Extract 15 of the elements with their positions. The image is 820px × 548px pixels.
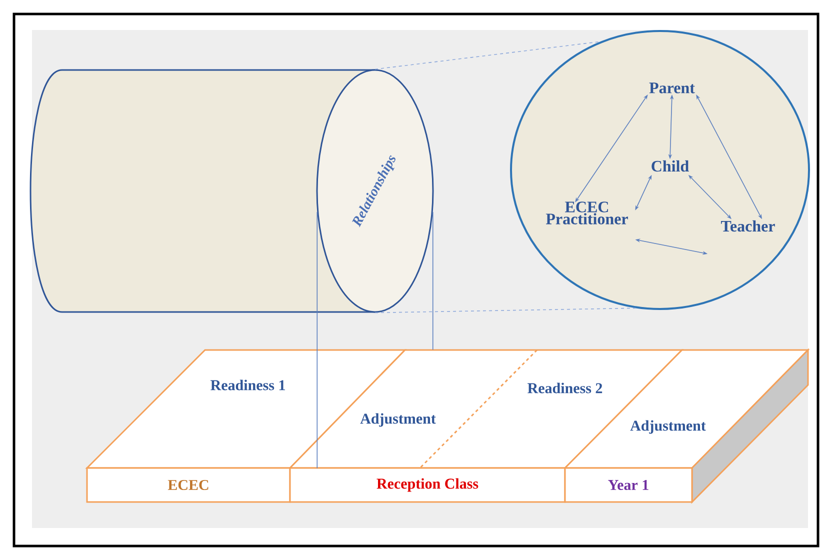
role-label: ECEC Practitioner <box>546 202 628 224</box>
zoom-line <box>374 41 601 70</box>
band-label: Adjustment <box>360 413 436 427</box>
zoom-line <box>374 308 636 314</box>
stage-box: ECEC <box>86 467 291 503</box>
role-label: Child <box>652 160 689 172</box>
band-label: Readiness 2 <box>528 382 602 394</box>
stage-box: Year 1 <box>564 467 693 503</box>
projection-line <box>432 212 434 350</box>
band-label: Adjustment <box>630 420 706 434</box>
projection-line <box>316 212 318 469</box>
role-label: Teacher <box>721 220 775 232</box>
band-label: Readiness 1 <box>210 380 285 390</box>
role-label: Parent <box>649 82 695 94</box>
zoom-circle <box>510 30 810 310</box>
